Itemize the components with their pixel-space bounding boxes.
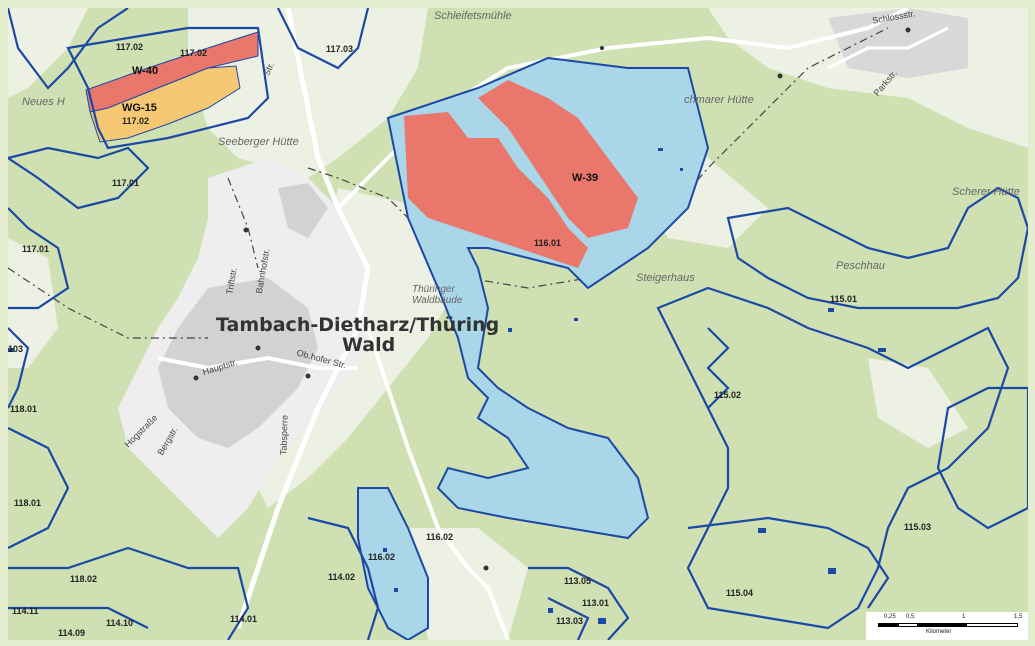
protection-specks — [8, 148, 886, 624]
parcel-outline — [687, 516, 890, 609]
parcel-label: 113.05 — [564, 576, 592, 586]
place-label: Schleifetsmühle — [434, 10, 512, 22]
parcel-outline — [8, 546, 250, 640]
parcel-label: 114.11 — [12, 606, 39, 616]
parcel-label: 117.01 — [22, 244, 50, 254]
zone-w39-area — [478, 80, 638, 238]
parcel-label: 117.03 — [326, 44, 354, 54]
open-land-area — [868, 358, 968, 448]
place-label: Peschhau — [836, 260, 885, 272]
zone-label-w40: W-40 — [132, 65, 159, 77]
urban-area — [278, 183, 328, 238]
parcel-outline — [8, 427, 70, 549]
street-label: Tabsperre — [278, 414, 290, 456]
admin-boundary — [8, 27, 889, 339]
map-canvas[interactable]: W-40 WG-15 W-39 117.02 117.02 117.03 117… — [8, 8, 1028, 640]
parcel-outline — [726, 186, 1028, 310]
place-label: Thüringer Waldbaude — [412, 284, 463, 306]
road — [235, 8, 371, 629]
parcel-outline — [307, 516, 380, 640]
parcel-label: 115.03 — [904, 522, 932, 532]
parcel-label: 113.03 — [556, 616, 584, 626]
parcel-outline — [528, 566, 630, 640]
place-label: Neues H — [22, 96, 65, 108]
parcel-label: 118.01 — [10, 404, 38, 414]
scale-segment — [898, 623, 918, 627]
scale-tick: 0,5 — [906, 614, 915, 620]
place-label: Scherer Hütte — [952, 186, 1020, 198]
open-land-area — [8, 238, 58, 368]
parcel-label: 116.01 — [534, 238, 562, 248]
scale-segment — [918, 623, 966, 627]
parcel-label: 116.02 — [368, 552, 396, 562]
road — [827, 26, 949, 70]
parcel-label: 103 — [8, 344, 24, 354]
town-name-line2: Wald — [342, 334, 396, 356]
parcel-label: 115.01 — [830, 294, 858, 304]
town-name-line1: Tambach-Dietharz/Thüring — [216, 314, 500, 336]
parcel-label: 113.01 — [582, 598, 610, 608]
scale-segment — [966, 623, 1018, 627]
scale-unit: Kilometer — [926, 629, 952, 635]
parcel-outline — [8, 327, 30, 409]
parcel-label: 118.01 — [14, 498, 42, 508]
parcel-outline — [8, 606, 149, 629]
place-label: Steigerhaus — [636, 272, 695, 284]
protection-zone-light — [357, 487, 429, 640]
parcel-outline — [277, 8, 370, 70]
zone-label-wg15: WG-15 — [122, 102, 157, 114]
parcel-outline — [8, 146, 150, 210]
parcel-outline — [8, 8, 270, 150]
urban-area — [828, 8, 968, 78]
scale-bar: 0,25 0,5 1 1,5 Kilometer — [866, 612, 1028, 640]
parcel-outline — [706, 327, 730, 409]
scale-tick: 1,5 — [1014, 614, 1023, 620]
zone-label-w39: W-39 — [572, 172, 599, 184]
scale-tick: 0,25 — [884, 614, 896, 620]
parcel-outline — [656, 286, 1010, 630]
parcel-label: 114.10 — [106, 618, 134, 628]
parcel-label: 118.02 — [70, 574, 98, 584]
map-symbols — [193, 27, 911, 571]
parcel-label: 115.04 — [726, 588, 754, 598]
parcel-label: 116.02 — [426, 532, 454, 542]
parcel-label: 115.02 — [714, 390, 742, 400]
parcel-label: 114.01 — [230, 614, 258, 624]
place-label: Seeberger Hütte — [218, 136, 299, 148]
parcel-label: 114.09 — [58, 628, 86, 638]
zone-wg15-area — [89, 65, 241, 143]
zone-w39-area — [404, 112, 588, 268]
scale-tick: 1 — [962, 614, 966, 620]
parcel-label: 117.02 — [116, 42, 144, 52]
road — [366, 327, 510, 640]
open-land-area — [8, 8, 88, 98]
parcel-label: 117.01 — [112, 178, 140, 188]
place-label: chmarer Hütte — [684, 94, 754, 106]
scale-segment — [878, 623, 898, 627]
map-base-layer — [8, 8, 1028, 640]
parcel-label: 114.02 — [328, 572, 356, 582]
parcel-label: 117.02 — [180, 48, 208, 58]
parcel-label: 117.02 — [122, 116, 150, 126]
road — [157, 355, 358, 371]
parcel-outline — [8, 207, 70, 310]
parcel-outline — [936, 386, 1028, 530]
